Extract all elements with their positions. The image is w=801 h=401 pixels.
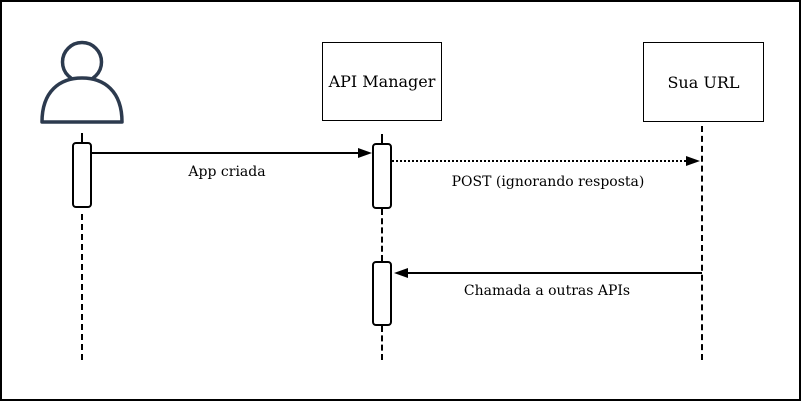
- arrowhead-right-icon: [686, 156, 700, 166]
- participant-label-api-manager: API Manager: [328, 72, 436, 91]
- arrowhead-right-icon: [358, 148, 372, 158]
- message-label-app-criada: App criada: [188, 164, 266, 180]
- lifeline-user: [81, 214, 83, 360]
- message-label-post: POST (ignorando resposta): [451, 174, 645, 190]
- activation-bar-api-manager-1: [372, 143, 392, 209]
- lifeline-api-manager-upper: [381, 209, 383, 261]
- activation-bar-api-manager-2: [372, 261, 392, 326]
- message-label-chamada: Chamada a outras APIs: [463, 283, 631, 299]
- message-line-post: [392, 160, 686, 162]
- activation-bar-user: [72, 142, 92, 208]
- lifeline-stub-user: [81, 133, 83, 142]
- participant-box-api-manager: API Manager: [322, 42, 442, 121]
- lifeline-stub-api-manager: [381, 134, 383, 143]
- message-line-chamada: [406, 272, 702, 274]
- participant-label-sua-url: Sua URL: [667, 72, 740, 92]
- lifeline-api-manager-lower: [381, 326, 383, 360]
- arrowhead-left-icon: [394, 268, 408, 278]
- participant-box-sua-url: Sua URL: [643, 42, 764, 122]
- person-icon: [40, 40, 124, 124]
- lifeline-sua-url: [701, 126, 703, 360]
- message-line-app-criada: [92, 152, 360, 154]
